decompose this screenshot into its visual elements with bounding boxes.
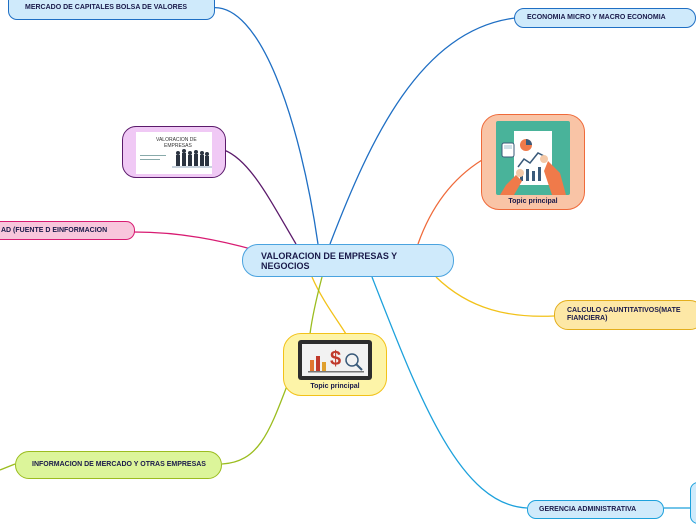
analytics-report-icon: [500, 131, 566, 195]
node-contabilidad-label: AD (FUENTE D EINFORMACION: [1, 226, 108, 234]
edge-informacion-mercado-tail: [0, 463, 16, 471]
topic-principal-orange-caption: Topic principal: [508, 198, 558, 205]
finance-laptop-illustration: $: [298, 340, 372, 380]
node-informacion-mercado-label: INFORMACION DE MERCADO Y OTRAS EMPRESAS: [32, 461, 206, 468]
currency-symbol: $: [330, 348, 342, 370]
edge-mercado-capitales: [209, 7, 319, 245]
node-mercado-capitales-label: MERCADO DE CAPITALES BOLSA DE VALORES: [25, 4, 188, 11]
edge-contabilidad: [133, 231, 263, 253]
node-calculo[interactable]: CALCULO CAUNTITATIVOS(MATE FIANCIERA): [554, 300, 696, 330]
node-gerencia-label: GERENCIA ADMINISTRATIVA: [539, 505, 637, 513]
business-people-silhouettes: [140, 149, 212, 168]
node-mercado-capitales[interactable]: MERCADO DE CAPITALES BOLSA DE VALORES: [8, 0, 215, 20]
node-valoracion-slide[interactable]: VALORACION DE EMPRESAS: [122, 126, 226, 178]
topic-principal-yellow-caption: Topic principal: [310, 383, 360, 390]
node-gerencia[interactable]: GERENCIA ADMINISTRATIVA: [527, 500, 664, 519]
node-calculo-label: CALCULO CAUNTITATIVOS(MATE FIANCIERA): [567, 307, 681, 322]
slide-title-line-2: EMPRESAS: [164, 143, 192, 149]
edge-economia: [329, 17, 516, 245]
edge-gerencia: [371, 276, 528, 509]
central-topic-label: VALORACION DE EMPRESAS Y NEGOCIOS: [261, 250, 398, 271]
edge-informacion-mercado: [221, 377, 291, 465]
node-economia[interactable]: ECONOMIA MICRO Y MACRO ECONOMIA: [514, 8, 696, 28]
node-contabilidad[interactable]: AD (FUENTE D EINFORMACION: [0, 221, 135, 240]
edge-topic-orange: [417, 159, 483, 245]
central-topic[interactable]: VALORACION DE EMPRESAS Y NEGOCIOS: [242, 244, 454, 277]
edge-topic-yellow: [311, 276, 347, 335]
node-informacion-mercado[interactable]: INFORMACION DE MERCADO Y OTRAS EMPRESAS: [15, 451, 222, 479]
slide-title-line-1: VALORACION DE: [156, 137, 197, 143]
analytics-illustration: [496, 121, 570, 195]
node-economia-label: ECONOMIA MICRO Y MACRO ECONOMIA: [527, 14, 666, 21]
node-offscreen-edge[interactable]: [690, 482, 696, 524]
finance-chart-icon: [308, 353, 364, 373]
valoracion-slide-image: VALORACION DE EMPRESAS: [136, 132, 212, 174]
node-topic-principal-yellow[interactable]: $ Topic principal: [283, 333, 387, 396]
node-topic-principal-orange[interactable]: Topic principal: [481, 114, 585, 210]
edge-topic-yellow-green: [309, 276, 323, 335]
edge-calculo: [435, 276, 555, 317]
edge-valoracion-slide: [223, 149, 297, 245]
